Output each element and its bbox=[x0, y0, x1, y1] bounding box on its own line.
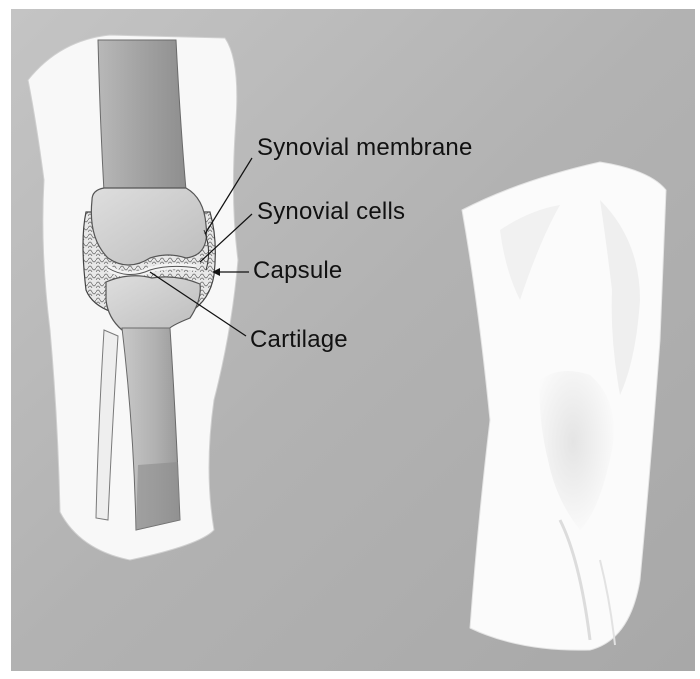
femoral-condyles bbox=[91, 188, 206, 265]
label-capsule: Capsule bbox=[253, 259, 342, 283]
right-leg-external bbox=[462, 162, 666, 650]
label-synovial-membrane: Synovial membrane bbox=[257, 136, 473, 160]
label-cartilage: Cartilage bbox=[250, 328, 348, 352]
label-synovial-cells: Synovial cells bbox=[257, 200, 405, 224]
femur-shaft bbox=[98, 40, 186, 192]
